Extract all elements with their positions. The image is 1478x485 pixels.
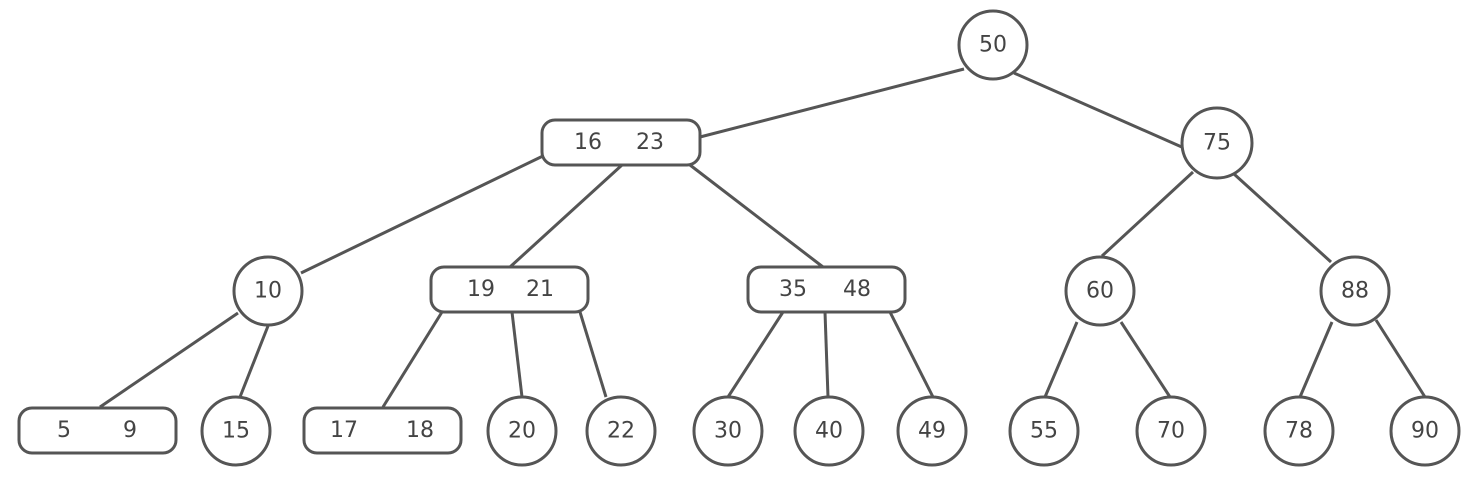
node-circle	[1008, 395, 1080, 467]
tree-node-n50: 50	[957, 9, 1029, 81]
tree-node-n10: 10	[232, 255, 304, 327]
node-circle	[1135, 395, 1207, 467]
edge-n35_48-n40	[823, 311, 830, 398]
node-circle	[1319, 255, 1391, 327]
tree-node-n78: 78	[1263, 395, 1335, 467]
node-key: 35	[779, 277, 807, 302]
edge-n35_48-n30	[726, 311, 785, 398]
node-circle	[232, 255, 304, 327]
node-circle	[1180, 106, 1254, 180]
edge-n10-n15	[238, 325, 270, 398]
node-key: 17	[330, 418, 358, 443]
node-circle	[486, 395, 558, 467]
node-key: 9	[123, 418, 137, 443]
node-box	[429, 265, 590, 314]
edge-n50-n75	[1013, 71, 1185, 150]
node-key: 90	[1411, 419, 1439, 444]
tree-node-n30: 30	[692, 395, 764, 467]
tree-node-n60: 60	[1064, 255, 1136, 327]
edge-n75-n88	[1232, 172, 1333, 264]
edge-n75-n60	[1100, 170, 1195, 258]
edge-n88-n78	[1298, 321, 1334, 398]
tree-node-n20: 20	[486, 395, 558, 467]
node-circle	[585, 395, 657, 467]
node-key: 15	[222, 419, 250, 444]
tree-node-n15: 15	[200, 395, 272, 467]
node-circle	[200, 395, 272, 467]
edge-n60-n55	[1043, 321, 1079, 398]
edge-n19_21-n20	[510, 311, 524, 398]
node-key: 55	[1030, 419, 1058, 444]
node-circle	[896, 395, 968, 467]
node-circle	[793, 395, 865, 467]
node-circle	[692, 395, 764, 467]
node-key: 78	[1285, 419, 1313, 444]
node-box	[746, 265, 907, 314]
tree-node-n88: 88	[1319, 255, 1391, 327]
node-key: 22	[607, 419, 635, 444]
node-key: 30	[714, 419, 742, 444]
node-key: 48	[843, 277, 871, 302]
node-key: 50	[979, 33, 1007, 58]
edge-n16_23-n10	[300, 153, 546, 275]
edge-n16_23-n19_21	[508, 163, 624, 269]
node-key: 19	[467, 277, 495, 302]
tree-node-n70: 70	[1135, 395, 1207, 467]
edge-n19_21-n22	[578, 311, 608, 398]
node-key: 5	[57, 418, 71, 443]
node-key: 70	[1157, 419, 1185, 444]
node-key: 88	[1341, 279, 1369, 304]
node-key: 21	[526, 277, 554, 302]
tree-node-n49: 49	[896, 395, 968, 467]
node-key: 16	[574, 130, 602, 155]
tree-node-n35_48: 35 48	[746, 265, 907, 314]
tree-node-n55: 55	[1008, 395, 1080, 467]
edge-n10-n5_9	[99, 311, 239, 409]
edge-n88-n90	[1374, 319, 1427, 398]
edge-n35_48-n49	[888, 311, 935, 398]
node-circle	[1064, 255, 1136, 327]
tree-node-n40: 40	[793, 395, 865, 467]
edge-n16_23-n35_48	[689, 163, 824, 269]
edges-layer	[99, 67, 1427, 409]
edge-n60-n70	[1119, 321, 1172, 398]
node-key: 18	[406, 418, 434, 443]
node-key: 20	[508, 419, 536, 444]
node-key: 49	[918, 419, 946, 444]
node-box	[17, 406, 178, 455]
edge-n50-n16_23	[699, 67, 965, 139]
node-box	[302, 406, 463, 455]
node-box	[540, 118, 702, 167]
node-key: 60	[1086, 279, 1114, 304]
node-circle	[1263, 395, 1335, 467]
tree-node-n90: 90	[1389, 395, 1461, 467]
edge-n19_21-n17_18	[381, 311, 444, 408]
node-key: 40	[815, 419, 843, 444]
tree-node-n22: 22	[585, 395, 657, 467]
node-key: 75	[1203, 131, 1231, 156]
node-key: 10	[254, 279, 282, 304]
node-circle	[1389, 395, 1461, 467]
node-circle	[957, 9, 1029, 81]
node-key: 23	[636, 130, 664, 155]
tree-node-n75: 75	[1180, 106, 1254, 180]
